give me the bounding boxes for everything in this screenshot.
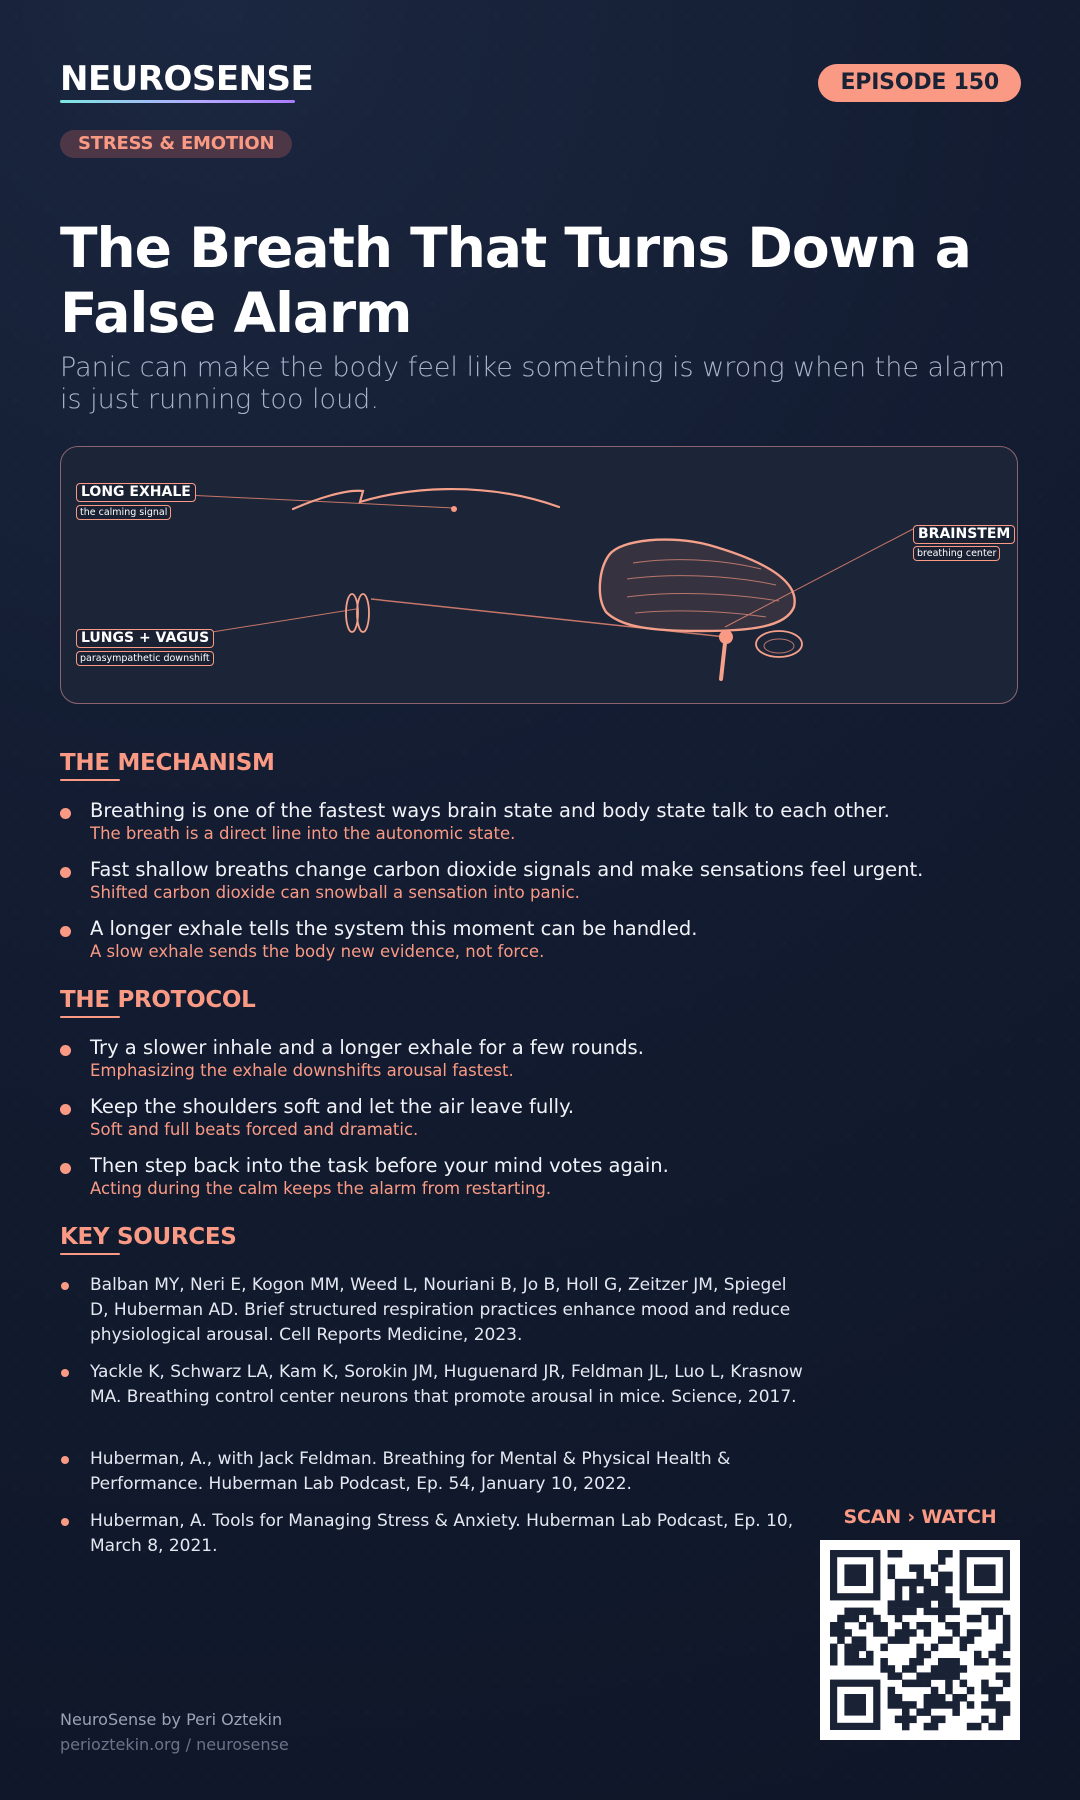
- label-lungs-vagus-sub: parasympathetic downshift: [76, 651, 214, 666]
- protocol-item-text: Then step back into the task before your…: [90, 1154, 669, 1177]
- source-citation: Huberman, A. Tools for Managing Stress &…: [90, 1511, 794, 1556]
- mechanism-item-text: Breathing is one of the fastest ways bra…: [90, 799, 890, 822]
- mechanism-item-note: Shifted carbon dioxide can snowball a se…: [90, 883, 580, 902]
- bullet-icon: [60, 926, 71, 937]
- bullet-icon: [60, 1104, 71, 1115]
- cerebellum-icon: [755, 630, 803, 658]
- bullet-icon: [60, 867, 71, 878]
- label-brainstem: BRAINSTEM: [913, 525, 1016, 544]
- episode-badge: EPISODE 150: [818, 64, 1021, 102]
- breath-diagram: LONG EXHALE the calming signal BRAINSTEM…: [60, 446, 1018, 704]
- bullet-icon: [61, 1369, 69, 1377]
- lung-left-icon: [345, 593, 359, 633]
- spinal-cord-icon: [719, 641, 727, 681]
- bullet-icon: [60, 1045, 71, 1056]
- footer-credit: NeuroSense by Peri Oztekin: [60, 1710, 283, 1729]
- protocol-item-text: Keep the shoulders soft and let the air …: [90, 1095, 575, 1118]
- diagram-illustration: [164, 487, 914, 681]
- label-brainstem-sub: breathing center: [913, 546, 1001, 561]
- page-subtitle: Panic can make the body feel like someth…: [60, 352, 1006, 415]
- brand-logo: NEUROSENSE: [60, 59, 314, 99]
- connector-line-brainstem: [724, 528, 914, 628]
- mechanism-heading: THE MECHANISM: [60, 750, 275, 781]
- qr-code-icon: [830, 1550, 1011, 1731]
- bullet-icon: [61, 1456, 69, 1464]
- source-citation: Huberman, A., with Jack Feldman. Breathi…: [90, 1449, 731, 1494]
- label-long-exhale-sub: the calming signal: [76, 505, 172, 520]
- source-citation: Balban MY, Neri E, Kogon MM, Weed L, Nou…: [90, 1275, 791, 1345]
- mechanism-item-text: Fast shallow breaths change carbon dioxi…: [90, 858, 924, 881]
- connector-line-exhale: [164, 493, 455, 509]
- lung-right-icon: [356, 593, 370, 633]
- protocol-item-text: Try a slower inhale and a longer exhale …: [90, 1036, 644, 1059]
- qr-code[interactable]: [820, 1540, 1020, 1740]
- brainstem-node-icon: [719, 630, 733, 644]
- bullet-icon: [60, 808, 71, 819]
- source-citation: Yackle K, Schwarz LA, Kam K, Sorokin JM,…: [90, 1362, 803, 1407]
- page-title: The Breath That Turns Down a False Alarm: [60, 216, 972, 345]
- sources-heading: KEY SOURCES: [60, 1224, 237, 1255]
- brand-underline: [60, 100, 295, 103]
- protocol-item-note: Acting during the calm keeps the alarm f…: [90, 1179, 552, 1198]
- scan-watch-label: SCAN › WATCH: [843, 1506, 997, 1528]
- bullet-icon: [61, 1518, 69, 1526]
- protocol-heading: THE PROTOCOL: [60, 987, 256, 1018]
- brain-icon: [598, 538, 796, 633]
- label-long-exhale: LONG EXHALE: [76, 483, 196, 502]
- protocol-item-note: Emphasizing the exhale downshifts arousa…: [90, 1061, 514, 1080]
- exhale-wave-icon: [291, 487, 561, 511]
- protocol-item-note: Soft and full beats forced and dramatic.: [90, 1120, 419, 1139]
- mechanism-item-text: A longer exhale tells the system this mo…: [90, 917, 698, 940]
- mechanism-item-note: The breath is a direct line into the aut…: [90, 824, 516, 843]
- footer-url[interactable]: perioztekin.org / neurosense: [60, 1735, 289, 1754]
- mechanism-item-note: A slow exhale sends the body new evidenc…: [90, 942, 545, 961]
- category-tag: STRESS & EMOTION: [60, 130, 293, 158]
- label-lungs-vagus: LUNGS + VAGUS: [76, 629, 215, 648]
- bullet-icon: [60, 1163, 71, 1174]
- bullet-icon: [61, 1282, 69, 1290]
- exhale-point-icon: [451, 506, 457, 512]
